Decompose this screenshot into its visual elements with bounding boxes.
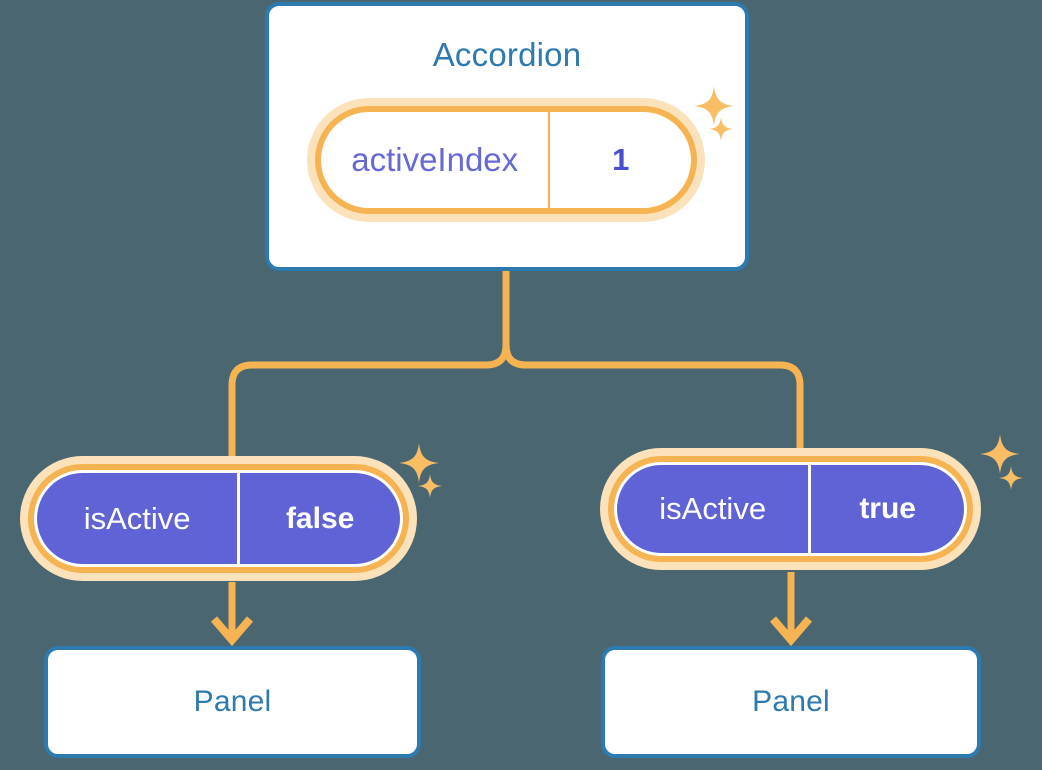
state-pill-cells: isActive true [617, 465, 964, 553]
state-pill-value: false [285, 501, 355, 535]
state-pill-inner: isActive true [614, 462, 967, 556]
state-pill-ring: isActive true [608, 456, 973, 562]
sparkle-accordion-small-icon [709, 117, 733, 141]
state-pill-ring: activeIndex 1 [315, 106, 697, 214]
panel-card-left[interactable]: Panel [44, 646, 421, 758]
state-pill-inner: activeIndex 1 [321, 112, 691, 208]
state-pill-is-active-false[interactable]: isActive false [20, 456, 417, 581]
state-pill-key: isActive [617, 465, 812, 553]
sparkle-right-small-icon [999, 466, 1023, 490]
state-pill-key: isActive [37, 473, 241, 564]
sparkle-left-small-icon [418, 474, 442, 498]
state-pill-inner: isActive false [34, 470, 403, 567]
connector-trunk [502, 267, 530, 369]
panel-card-label: Panel [752, 685, 830, 718]
state-pill-value: true [859, 492, 916, 525]
state-pill-ring: isActive false [28, 464, 409, 573]
arrow-right-head [769, 616, 813, 647]
sparkle-right-large-icon [980, 434, 1020, 474]
sparkle-left-large-icon [399, 443, 439, 483]
accordion-card-title: Accordion [432, 36, 582, 73]
state-pill-key: activeIndex [321, 112, 551, 208]
panel-card-right[interactable]: Panel [601, 646, 981, 758]
panel-card-label: Panel [193, 685, 272, 718]
state-pill-cells: isActive false [37, 473, 400, 564]
arrow-left-head [210, 616, 254, 647]
state-pill-is-active-true[interactable]: isActive true [600, 448, 981, 570]
sparkle-accordion-large-icon [694, 86, 734, 126]
connector-branch-right [502, 341, 804, 456]
connector-branch-left [228, 341, 510, 464]
state-pill-active-index[interactable]: activeIndex 1 [307, 98, 705, 222]
state-pill-value: 1 [612, 142, 630, 177]
